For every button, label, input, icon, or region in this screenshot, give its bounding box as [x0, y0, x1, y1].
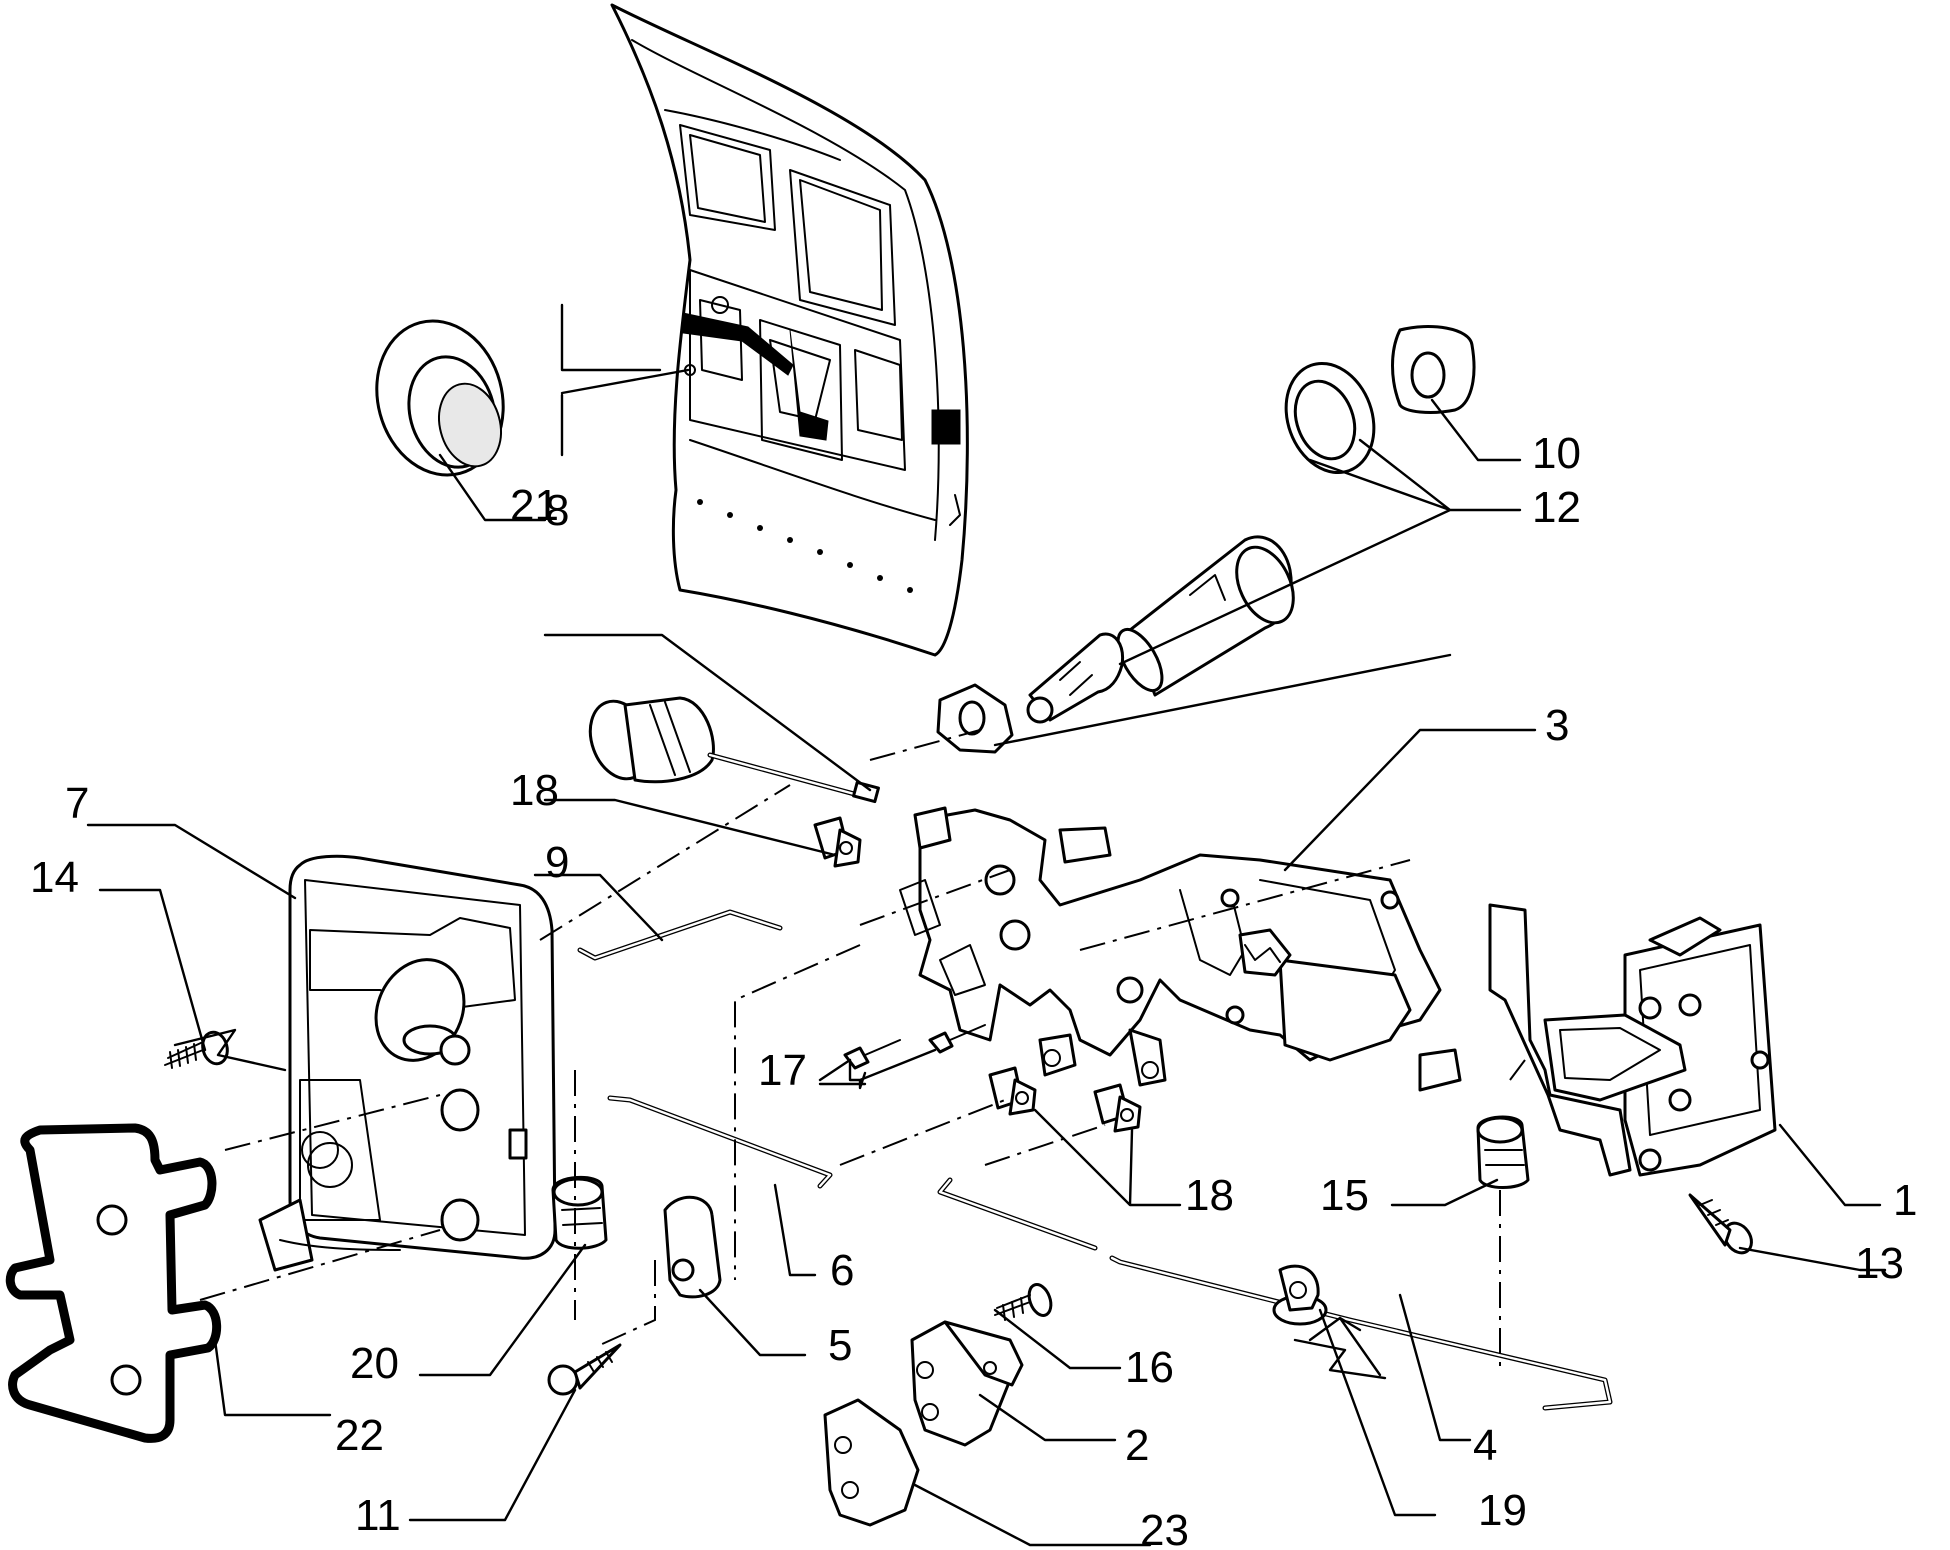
- callout-1: 1: [1893, 1176, 1917, 1225]
- callout-17: 17: [758, 1046, 807, 1095]
- part-19-clip: [1272, 1264, 1328, 1326]
- part-10-gasket: [1391, 325, 1476, 414]
- callout-6: 6: [830, 1246, 854, 1295]
- part-13-screw: [1688, 1193, 1753, 1255]
- part-11-screw: [547, 1343, 622, 1396]
- part-18-clip-b: [988, 1066, 1037, 1116]
- part-1-striker: [1488, 903, 1777, 1177]
- callout-19: 19: [1478, 1486, 1527, 1535]
- part-5-bumper: [663, 1195, 722, 1299]
- part-16-screw: [994, 1283, 1053, 1321]
- callout-3: 3: [1545, 701, 1569, 750]
- callout-10: 10: [1532, 429, 1581, 478]
- callout-20: 20: [350, 1339, 399, 1388]
- callout-5: 5: [828, 1321, 852, 1370]
- callout-12: 12: [1532, 483, 1581, 532]
- part-22-gasket: [5, 1123, 222, 1443]
- callout-2: 2: [1125, 1421, 1149, 1470]
- door-lock-bracket-dark: [682, 312, 794, 376]
- callout-18a: 18: [510, 766, 559, 815]
- part-18-clip-a: [813, 816, 862, 868]
- rear-door-panel: [610, 3, 969, 657]
- part-18-clip-c: [1093, 1083, 1142, 1133]
- callout-labels: 1 2 3 4 5 6 7 8 9 10 11 12 13 14 15 16 1…: [30, 429, 1917, 1550]
- callout-9: 9: [545, 838, 569, 887]
- part-8-plug: [375, 319, 505, 477]
- callout-16: 16: [1125, 1343, 1174, 1392]
- callout-7: 7: [65, 779, 89, 828]
- leader-lines: [86, 303, 1887, 1547]
- part-6-rod: [607, 1095, 833, 1189]
- part-17-pins: [843, 1024, 986, 1070]
- part-12-cylinder-ring: [1284, 361, 1376, 475]
- part-12-washer: [936, 683, 1014, 754]
- callout-14: 14: [30, 853, 79, 902]
- part-20-grommet: [551, 1175, 608, 1250]
- callout-11: 11: [355, 1491, 401, 1540]
- part-21-actuator: [588, 696, 880, 804]
- callout-8: 8: [545, 486, 569, 535]
- part-15-grommet: [1476, 1115, 1530, 1189]
- callout-15: 15: [1320, 1171, 1369, 1220]
- part-3-lock-mechanism: [899, 806, 1462, 1092]
- callout-4: 4: [1473, 1421, 1497, 1470]
- part-12-key-cylinder: [1026, 632, 1125, 724]
- part-7-handle-housing: [258, 854, 557, 1272]
- part-23-plate: [823, 1398, 920, 1527]
- part-9-rod: [577, 909, 783, 961]
- callout-21: 21: [510, 481, 559, 530]
- door-rivet-row: [697, 499, 913, 593]
- part-4-rod: [937, 1177, 1613, 1411]
- part-12-cylinder-body: [1116, 535, 1295, 697]
- callout-23: 23: [1140, 1506, 1189, 1550]
- assembly-axis-lines: [199, 729, 1526, 1370]
- callout-18b: 18: [1185, 1171, 1234, 1220]
- break-symbols: [173, 1028, 1387, 1380]
- callout-22: 22: [335, 1411, 384, 1460]
- callout-13: 13: [1855, 1239, 1904, 1288]
- part-2-bracket: [910, 1320, 1024, 1447]
